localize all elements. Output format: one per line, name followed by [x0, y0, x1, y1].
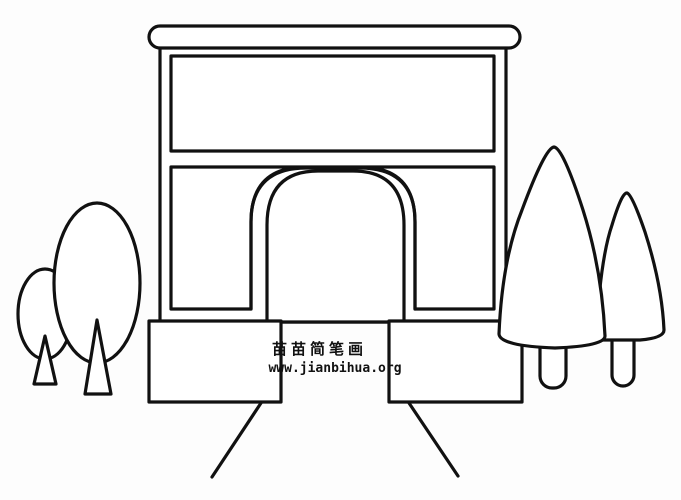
- right-trees: [497, 145, 666, 390]
- top-panel: [169, 54, 496, 153]
- left-trees: [16, 201, 142, 396]
- large-cone-tree-crown: [497, 145, 607, 350]
- road-right-edge: [407, 401, 460, 478]
- left-base: [147, 319, 283, 404]
- watermark-url: www.jianbihua.org: [268, 361, 402, 376]
- small-tree-trunk: [32, 334, 58, 386]
- large-tree-trunk: [83, 318, 113, 396]
- road: [210, 401, 460, 479]
- arch-gate: [147, 24, 524, 404]
- outer-arch: [249, 166, 417, 311]
- road-left-edge: [210, 401, 263, 479]
- watermark-title: 苗苗简笔画: [272, 340, 368, 358]
- inner-arch-opening: [265, 169, 406, 324]
- small-cone-tree-crown: [594, 191, 666, 342]
- watermark: 苗苗简笔画 www.jianbihua.org: [250, 340, 420, 376]
- gate-cap: [147, 24, 522, 50]
